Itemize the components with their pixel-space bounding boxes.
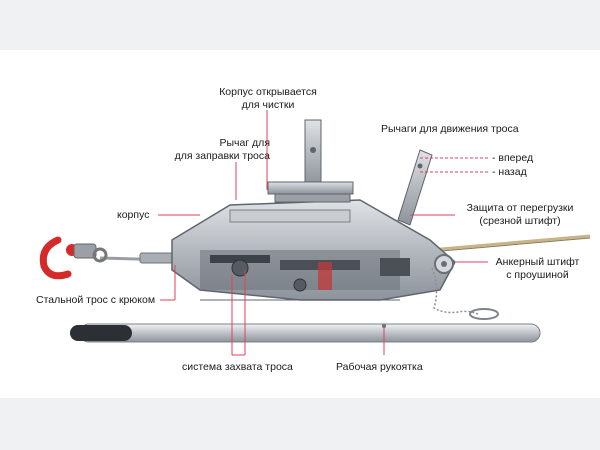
label-anchor-pin-line1: Анкерный штифт bbox=[495, 256, 580, 268]
label-housing-opens: Корпус открывается для чистки bbox=[198, 86, 338, 112]
hook-icon bbox=[39, 236, 108, 280]
working-handle bbox=[70, 323, 541, 343]
label-anchor-pin-line2: с проушиной bbox=[506, 269, 569, 281]
label-overload-line2: (срезной штифт) bbox=[479, 215, 561, 227]
label-forward: - вперед bbox=[492, 152, 534, 164]
label-housing: корпус bbox=[117, 209, 150, 221]
cable-movement-lever bbox=[397, 149, 433, 226]
hoist-housing bbox=[171, 199, 456, 301]
label-working-handle: Рабочая рукоятка bbox=[336, 361, 423, 373]
label-anchor-pin: Анкерный штифт с проушиной bbox=[485, 256, 590, 282]
refill-lever bbox=[267, 119, 354, 203]
label-refill-lever-line1: Рычаг для bbox=[219, 137, 270, 149]
top-background-band bbox=[0, 0, 600, 50]
label-housing-opens-line1: Корпус открывается bbox=[219, 86, 317, 98]
label-overload: Защита от перегрузки (срезной штифт) bbox=[455, 202, 585, 228]
leader-lines bbox=[158, 110, 488, 356]
label-overload-line1: Защита от перегрузки bbox=[466, 202, 574, 214]
label-cable-levers: Рычаги для движения троса bbox=[381, 123, 519, 135]
label-refill-lever: Рычаг для для заправки троса bbox=[120, 137, 270, 163]
cable-ferrule bbox=[139, 252, 175, 264]
bottom-background-band bbox=[0, 398, 600, 450]
label-housing-opens-line2: для чистки bbox=[241, 99, 295, 111]
label-grip-system: система захвата троса bbox=[182, 361, 293, 373]
label-refill-lever-line2: для заправки троса bbox=[174, 150, 270, 162]
label-steel-cable: Стальной трос с крюком bbox=[36, 294, 156, 306]
anchor-pin-chain bbox=[431, 267, 499, 320]
label-backward: - назад bbox=[492, 166, 527, 178]
